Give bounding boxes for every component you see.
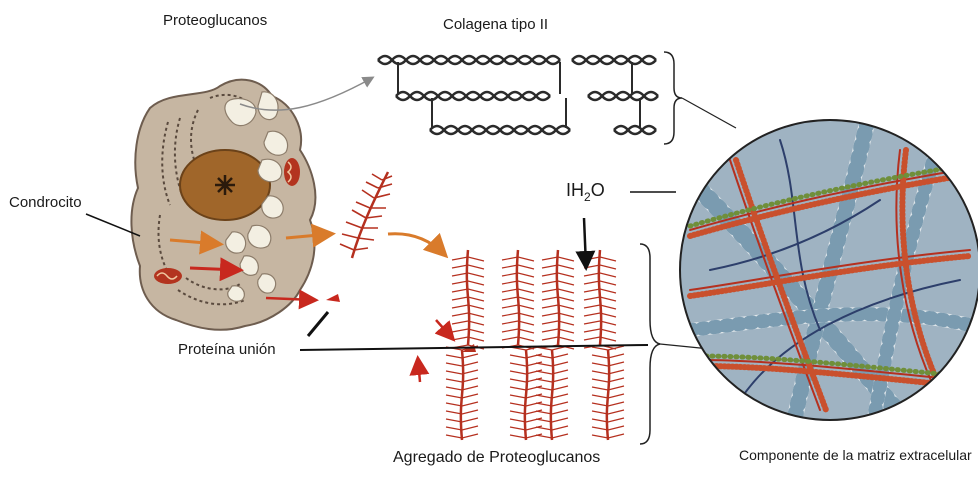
aggregate-core-down-0 — [461, 350, 463, 440]
collagen-brace-connector — [682, 98, 736, 128]
aggregate-core-down-2 — [551, 350, 553, 440]
label-colagena: Colagena tipo II — [443, 16, 548, 33]
h2o-prefix: IH — [566, 180, 584, 200]
chondrocyte-cell — [131, 80, 340, 330]
link-arrow-2 — [418, 360, 420, 382]
label-componente-matriz: Componente de la matriz extracelular — [739, 447, 974, 464]
extracellular-matrix-circle — [680, 110, 978, 450]
aggregate-core-down-1 — [525, 350, 527, 440]
label-condrocito: Condrocito — [9, 194, 82, 211]
secretion-arrow-red — [190, 268, 238, 270]
collagen-row-2 — [396, 92, 658, 100]
link-arrow-1 — [436, 320, 452, 338]
link-protein-pointer — [308, 312, 328, 336]
proteoglycan-monomer — [340, 172, 392, 258]
h2o-subscript: 2 — [584, 190, 591, 204]
collagen-brace — [664, 52, 682, 144]
link-protein-piece — [326, 294, 340, 302]
water-arrow — [584, 218, 586, 266]
aggregate-core-down-3 — [607, 350, 609, 440]
collagen-row-3 — [430, 126, 656, 134]
aggregate-brace — [640, 244, 660, 444]
monomer-to-aggregate-arrow — [388, 234, 444, 254]
nucleolus — [215, 175, 235, 195]
collagen-fibrils — [378, 56, 658, 134]
label-proteina-union: Proteína unión — [176, 341, 278, 358]
label-agregado: Agregado de Proteoglucanos — [393, 449, 600, 466]
label-proteoglucanos: Proteoglucanos — [163, 12, 267, 29]
label-h2o: IH2O — [566, 182, 605, 206]
collagen-row-1 — [378, 56, 656, 64]
h2o-suffix: O — [591, 180, 605, 200]
